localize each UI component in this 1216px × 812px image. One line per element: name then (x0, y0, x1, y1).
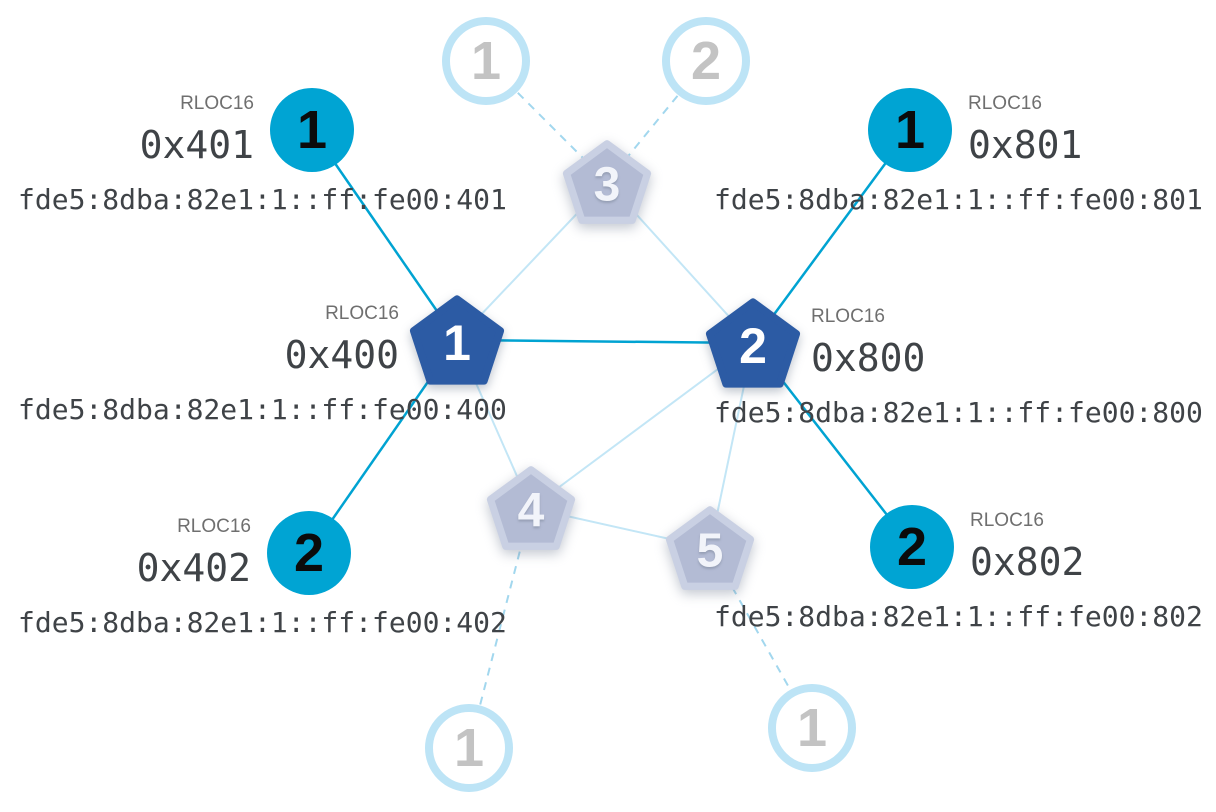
rloc16-title: RLOC16 (811, 306, 885, 327)
link-router-4-faded-child-bottom-left (468, 507, 532, 749)
pentagon-shape (486, 466, 576, 550)
rloc16-value: 0x801 (968, 123, 1083, 167)
node-router-4[interactable]: 4 (486, 465, 576, 551)
pentagon-shape (562, 140, 652, 224)
node-router-5[interactable]: 5 (665, 505, 755, 591)
ipv6-address: fde5:8dba:82e1:1::ff:fe00:800 (714, 396, 1203, 429)
node-number: 3 (593, 158, 621, 212)
node-number: 2 (690, 31, 722, 91)
node-child-401[interactable]: 1 (270, 88, 354, 172)
rloc16-value: 0x400 (284, 333, 399, 377)
link-child-401-router-1 (310, 129, 459, 341)
node-number: 1 (894, 100, 926, 160)
node-faded-child-top-2[interactable]: 2 (662, 17, 750, 105)
rloc16-value: 0x802 (970, 540, 1085, 584)
node-number: 1 (470, 31, 502, 91)
node-number: 1 (296, 100, 328, 160)
node-faded-child-top-1[interactable]: 1 (442, 17, 530, 105)
node-number: 5 (696, 524, 724, 578)
ipv6-address: fde5:8dba:82e1:1::ff:fe00:802 (714, 600, 1203, 633)
node-faded-child-bottom-right[interactable]: 1 (768, 684, 856, 772)
node-number: 4 (517, 484, 545, 538)
rloc16-value: 0x800 (811, 336, 926, 380)
node-number: 2 (739, 317, 767, 374)
node-router-2[interactable]: 2 (705, 297, 801, 389)
node-router-3[interactable]: 3 (562, 139, 652, 225)
rloc16-value: 0x401 (139, 123, 254, 167)
rloc16-value: 0x402 (136, 546, 251, 590)
rloc16-title: RLOC16 (970, 510, 1044, 531)
node-child-801[interactable]: 1 (868, 88, 952, 172)
rloc16-title: RLOC16 (968, 93, 1042, 114)
pentagon-shape (665, 506, 755, 590)
node-number: 1 (453, 718, 485, 778)
node-number: 1 (443, 314, 471, 371)
link-faded-child-top-2-router-3 (606, 60, 707, 183)
node-router-1[interactable]: 1 (409, 294, 505, 386)
link-child-801-router-2 (751, 129, 912, 344)
link-router-1-router-2 (456, 338, 754, 345)
ipv6-address: fde5:8dba:82e1:1::ff:fe00:801 (714, 183, 1203, 216)
node-child-402[interactable]: 2 (267, 511, 351, 595)
rloc16-title: RLOC16 (325, 303, 399, 324)
node-faded-child-bottom-left[interactable]: 1 (425, 704, 513, 792)
node-child-802[interactable]: 2 (870, 505, 954, 589)
rloc16-title: RLOC16 (177, 516, 251, 537)
pentagon-shape (705, 298, 801, 388)
node-number: 2 (896, 517, 928, 577)
ipv6-address: fde5:8dba:82e1:1::ff:fe00:400 (18, 393, 507, 426)
rloc16-title: RLOC16 (180, 93, 254, 114)
node-number: 2 (293, 523, 325, 583)
link-router-4-router-2 (530, 342, 754, 509)
ipv6-address: fde5:8dba:82e1:1::ff:fe00:402 (18, 606, 507, 639)
node-number: 1 (796, 698, 828, 758)
pentagon-shape (409, 295, 505, 385)
ipv6-address: fde5:8dba:82e1:1::ff:fe00:401 (18, 183, 507, 216)
